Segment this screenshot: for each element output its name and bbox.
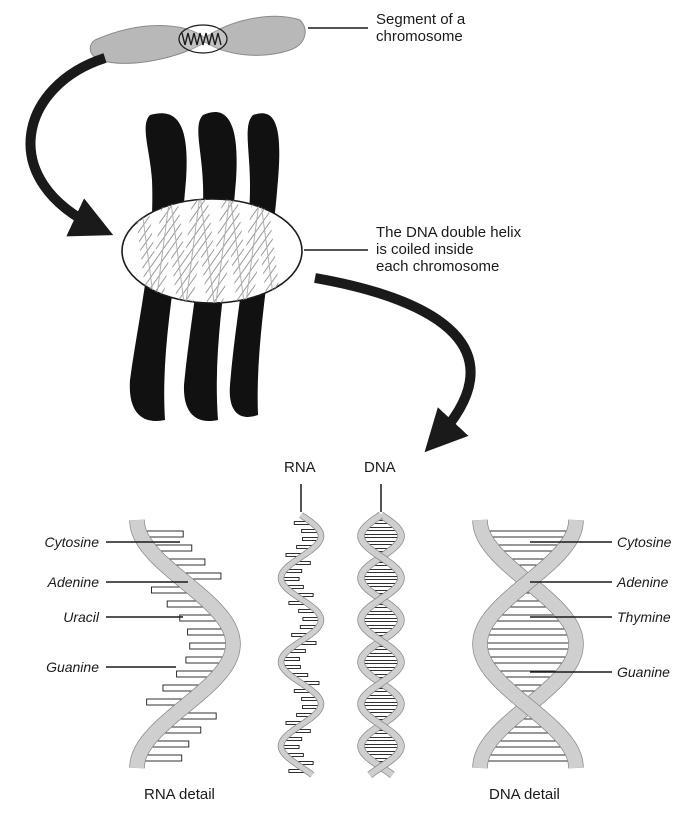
curved-arrow-2 <box>315 278 471 440</box>
double-helix-label-line-1: The DNA double helix <box>376 224 521 241</box>
rna-base-uracil: Uracil <box>63 609 99 626</box>
dna-strand-label: DNA <box>364 459 396 476</box>
base-pair <box>361 745 401 748</box>
rna-detail-helix <box>137 520 233 768</box>
base-pair <box>361 619 401 622</box>
base-pair <box>480 643 576 649</box>
base-pair <box>482 755 575 761</box>
dna-strand-helix <box>361 515 401 775</box>
base-pair <box>482 629 574 635</box>
chromosome-segment-label-line-1: Segment of a <box>376 11 465 28</box>
double-helix-label-line-2: is coiled inside <box>376 241 521 258</box>
double-helix-label: The DNA double helix is coiled inside ea… <box>376 224 521 275</box>
base-pair <box>361 577 401 580</box>
dna-base-thymine: Thymine <box>617 609 671 626</box>
dna-detail-caption: DNA detail <box>489 786 560 803</box>
rna-base-adenine: Adenine <box>48 574 99 591</box>
rna-base-cytosine: Cytosine <box>45 534 99 551</box>
base-pair <box>489 741 568 747</box>
rna-detail-caption: RNA detail <box>144 786 215 803</box>
chromosome-segment-label: Segment of a chromosome <box>376 11 465 45</box>
chromosome-segment <box>90 16 305 63</box>
curved-arrow-1 <box>30 58 105 228</box>
dna-base-guanine: Guanine <box>617 664 670 681</box>
base-pair <box>361 535 401 538</box>
dna-base-adenine: Adenine <box>617 574 668 591</box>
dna-detail-helix <box>480 520 576 768</box>
base-pair <box>361 703 401 706</box>
rna-base-guanine: Guanine <box>46 659 99 676</box>
rna-strand-label: RNA <box>284 459 316 476</box>
dna-base-cytosine: Cytosine <box>617 534 671 551</box>
base-pair <box>484 657 572 663</box>
double-helix-label-line-3: each chromosome <box>376 258 521 275</box>
base-pair <box>483 531 573 537</box>
chromosome-segment-label-line-2: chromosome <box>376 28 465 45</box>
base-pair <box>361 661 401 664</box>
rna-strand-helix <box>281 515 321 775</box>
